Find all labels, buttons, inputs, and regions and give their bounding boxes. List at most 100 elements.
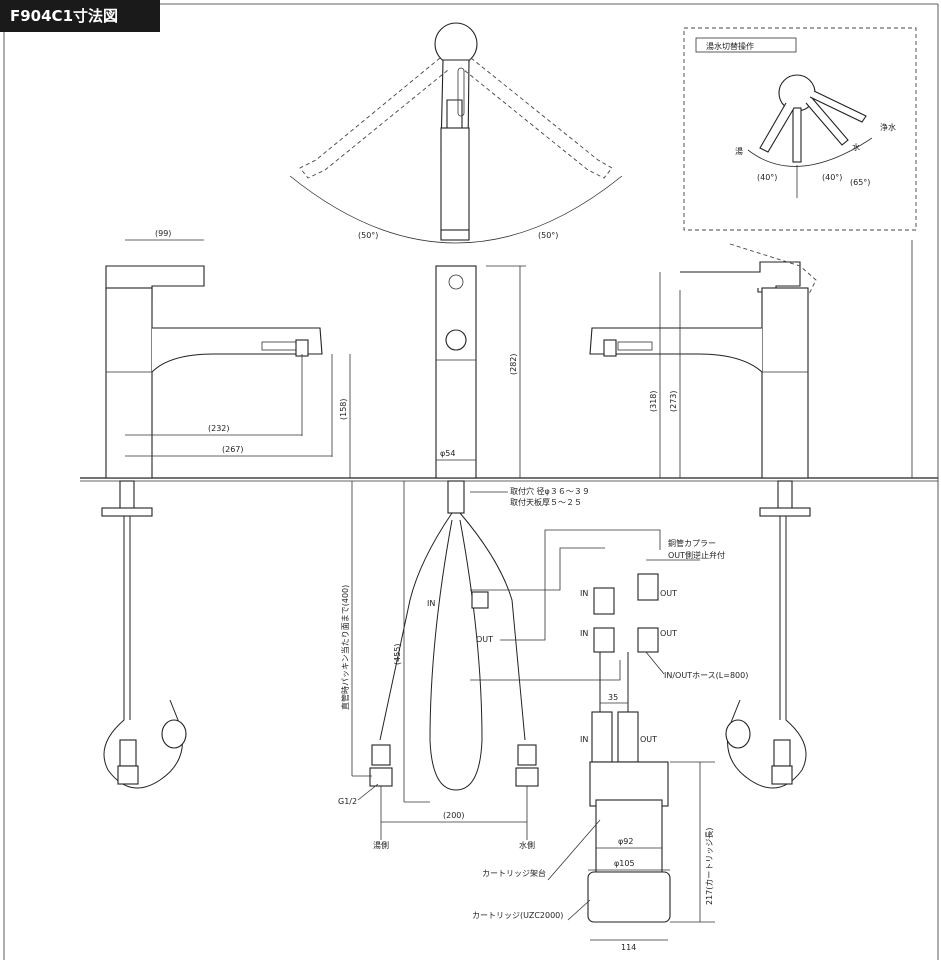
swing-right-label: (50°): [538, 231, 558, 240]
front-shank: [447, 480, 465, 514]
right-hose-nut: [771, 765, 793, 785]
inset-angle-arc: [747, 137, 873, 167]
dim-217: 217(カートリッジ長): [705, 827, 714, 905]
front-in-label: IN: [427, 599, 435, 608]
inset-lever-cold: [805, 97, 849, 146]
hot-fitting: [371, 744, 391, 766]
front-inout-fitting: [471, 591, 489, 609]
dim-282: (282): [509, 353, 518, 375]
left-nut: [101, 507, 153, 517]
cartridge-leader: [567, 899, 591, 921]
pipe-route-1: [500, 529, 661, 641]
left-hose-clip: [161, 719, 187, 749]
dim-114: 114: [621, 943, 636, 952]
inset-angle-3: (65°): [850, 178, 870, 187]
dim-phi54: φ54: [440, 449, 455, 458]
cartridge-stand: [589, 761, 669, 807]
right-spout: [589, 327, 763, 373]
right-spout-tip: [603, 339, 617, 357]
coupler-out-lower-label: OUT: [660, 629, 677, 638]
right-side-view: (318) (273): [589, 240, 913, 789]
swing-ghost-left: [299, 57, 449, 179]
swing-left-label: (50°): [358, 231, 378, 240]
mount-hole-label: 取付穴 径φ３６～３９: [510, 486, 590, 496]
inset-hot-label: 湯: [735, 146, 743, 156]
cart-out-label: OUT: [640, 735, 657, 744]
cart-in-label: IN: [580, 735, 588, 744]
hose-leader: [645, 651, 665, 675]
coupler-in-lower-label: IN: [580, 629, 588, 638]
coupler-sub-label: OUT側逆止弁付: [668, 550, 725, 560]
coupler-out-lower: [637, 627, 659, 653]
right-hose-clip: [725, 719, 751, 749]
cart-stand-label: カートリッジ架台: [482, 868, 546, 878]
inset-angle-1: (40°): [757, 173, 777, 182]
inset-angle-2: (40°): [822, 173, 842, 182]
front-body: [435, 265, 477, 479]
top-lever-knob: [434, 22, 478, 66]
left-spout-tip: [295, 339, 309, 357]
front-hose-loop: [429, 519, 483, 791]
dim-400: 直管時パッキン当たり面まで(400): [340, 585, 350, 710]
diagram-title: F904C1寸法図: [0, 0, 160, 32]
cart-out-port: [617, 711, 639, 763]
dim-267: (267): [222, 445, 244, 454]
hot-side-label: 湯側: [373, 840, 389, 850]
top-spout-tip: [440, 229, 470, 241]
cartridge-label: カートリッジ(UZC2000): [472, 911, 563, 920]
left-hose-loop: [103, 516, 183, 789]
dim-455: (455): [393, 643, 402, 665]
coupler-label: 銅管カプラー: [668, 538, 716, 548]
hose-label: IN/OUTホース(L=800): [664, 671, 748, 680]
swing-ghost-right: [463, 57, 613, 179]
right-nut: [759, 507, 811, 517]
front-hose-cold-outer: [459, 512, 526, 741]
dim-158: (158): [339, 398, 348, 420]
cold-side-label: 水側: [519, 840, 535, 850]
top-lever-slot: [457, 67, 465, 117]
coupler-out-upper: [637, 573, 659, 601]
coupler-in-lower: [593, 627, 615, 653]
front-hose-hot-outer: [379, 512, 453, 741]
left-hose-nut: [117, 765, 139, 785]
right-hose-fitting: [773, 739, 791, 767]
pipe-route-2: [470, 547, 605, 591]
dim-phi92: φ92: [618, 837, 633, 846]
coupler-in-upper: [593, 587, 615, 615]
cartridge-body: [595, 799, 663, 873]
left-spout: [151, 327, 323, 373]
swing-arc: [289, 175, 623, 244]
dim-273: (273): [669, 390, 678, 412]
top-spout: [440, 127, 470, 239]
left-shank: [119, 480, 135, 512]
cartridge-base: [587, 871, 671, 923]
inset-purified-label: 浄水: [880, 122, 896, 132]
cartridge-assembly: IN OUT IN OUT 銅管カプラー OUT側逆止弁付 IN/OUTホース(…: [470, 529, 748, 952]
inset-lever-purified: [809, 90, 867, 123]
pipe-route-3: [470, 660, 621, 681]
dim-200: (200): [443, 811, 465, 820]
dim-232: (232): [208, 424, 230, 433]
dim-99: (99): [155, 229, 171, 238]
cart-in-port: [591, 711, 613, 763]
right-shank: [777, 480, 793, 512]
dim-35: 35: [608, 693, 618, 702]
front-view: (282) φ54 取付穴 径φ３６～３９ 取付天板厚５～２５ 直管時パッキン当…: [338, 265, 590, 850]
left-body: [105, 287, 153, 479]
inset-panel: 湯水切替操作 湯 水 浄水 (40°) (40°) (65°): [683, 27, 917, 231]
front-top-button: [448, 274, 464, 290]
hot-nut: [369, 767, 393, 787]
front-dial: [445, 329, 467, 351]
dim-318: (318): [649, 390, 658, 412]
g12-label: G1/2: [338, 797, 357, 806]
left-hose-fitting: [119, 739, 137, 767]
right-spray-face: [617, 341, 653, 351]
inset-frame: [683, 27, 917, 231]
top-view: (50°) (50°): [289, 22, 623, 244]
front-out-label: OUT: [476, 635, 493, 644]
right-hose-loop: [727, 516, 807, 789]
inset-lever-center: [792, 107, 802, 163]
inset-cold-label: 水: [852, 142, 860, 152]
cart-stand-leader: [547, 819, 601, 881]
